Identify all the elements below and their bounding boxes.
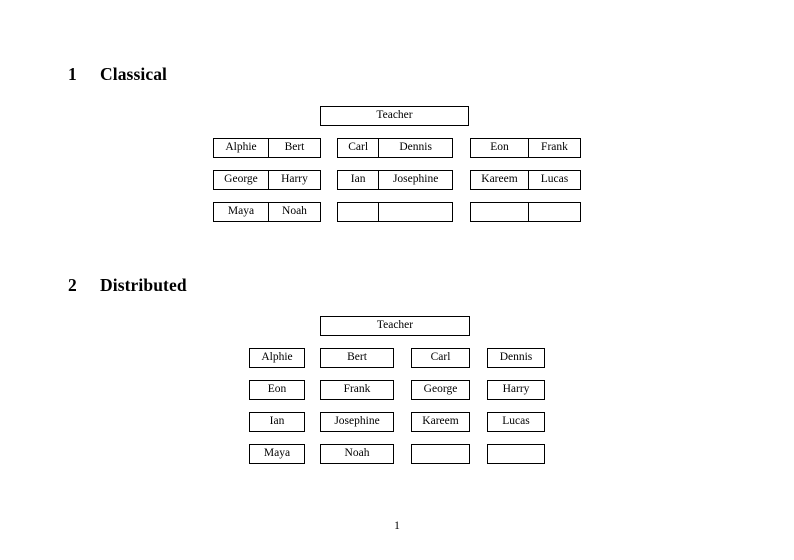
student-cell: Lucas (502, 415, 530, 428)
student-cell: Maya (227, 205, 255, 218)
student-cell: Kareem (422, 415, 459, 428)
student-cell: Noah (267, 203, 320, 221)
student-cell: Josephine (378, 171, 452, 189)
student-cell: Harry (267, 171, 320, 189)
student-cell-empty (378, 203, 452, 221)
student-cell: Alphie (225, 141, 257, 154)
student-cell: Frank (343, 383, 371, 396)
distributed-box: Dennis (487, 348, 545, 368)
distributed-box-empty (411, 444, 470, 464)
student-cell: Noah (344, 447, 370, 460)
distributed-box: Lucas (487, 412, 545, 432)
section-number: 2 (68, 275, 77, 295)
student-cell: Carl (430, 351, 451, 364)
classical-group1-row1: Alphie Bert (213, 138, 321, 158)
distributed-box: George (411, 380, 470, 400)
student-cell: Lucas (527, 171, 580, 189)
student-cell: Dennis (378, 139, 452, 157)
student-cell: Frank (527, 139, 580, 157)
student-cell: Ian (350, 173, 366, 186)
student-cell: Ian (269, 415, 285, 428)
classical-group1-row3: Maya Noah (213, 202, 321, 222)
distributed-box-empty (487, 444, 545, 464)
teacher-label: Teacher (376, 109, 413, 122)
classical-group3-row3 (470, 202, 581, 222)
student-cell: George (423, 383, 458, 396)
student-cell-empty (527, 203, 580, 221)
classical-group2-row1: Carl Dennis (337, 138, 453, 158)
student-cell: Bert (347, 351, 367, 364)
student-cell: Harry (502, 383, 530, 396)
classical-group3-row1: Eon Frank (470, 138, 581, 158)
section-number: 1 (68, 64, 77, 84)
classical-group3-row2: Kareem Lucas (470, 170, 581, 190)
student-cell-empty (412, 445, 469, 463)
classical-group2-row3 (337, 202, 453, 222)
distributed-box: Josephine (320, 412, 394, 432)
classical-teacher-box: Teacher (320, 106, 469, 126)
distributed-box: Alphie (249, 348, 305, 368)
distributed-box: Noah (320, 444, 394, 464)
student-cell: Kareem (481, 173, 518, 186)
student-cell: Maya (263, 447, 291, 460)
distributed-box: Harry (487, 380, 545, 400)
distributed-box: Ian (249, 412, 305, 432)
distributed-box: Maya (249, 444, 305, 464)
teacher-label: Teacher (376, 319, 414, 332)
student-cell: Josephine (334, 415, 380, 428)
distributed-box: Kareem (411, 412, 470, 432)
student-cell: Eon (490, 141, 509, 154)
classical-group1-row2: George Harry (213, 170, 321, 190)
student-cell-empty (338, 203, 378, 221)
distributed-box: Carl (411, 348, 470, 368)
page-number: 1 (394, 520, 400, 532)
section-title: Classical (100, 64, 168, 84)
section-heading-distributed: 2 Distributed (68, 275, 187, 296)
distributed-teacher-box: Teacher (320, 316, 470, 336)
student-cell-empty (488, 445, 544, 463)
student-cell: George (224, 173, 258, 186)
student-cell: Carl (348, 141, 369, 154)
student-cell: Dennis (499, 351, 533, 364)
section-title: Distributed (100, 275, 187, 295)
section-heading-classical: 1 Classical (68, 64, 167, 85)
student-cell: Alphie (261, 351, 293, 364)
classical-group2-row2: Ian Josephine (337, 170, 453, 190)
student-cell: Eon (267, 383, 287, 396)
student-cell: Bert (267, 139, 320, 157)
student-cell-empty (471, 203, 528, 221)
distributed-box: Bert (320, 348, 394, 368)
distributed-box: Frank (320, 380, 394, 400)
distributed-box: Eon (249, 380, 305, 400)
